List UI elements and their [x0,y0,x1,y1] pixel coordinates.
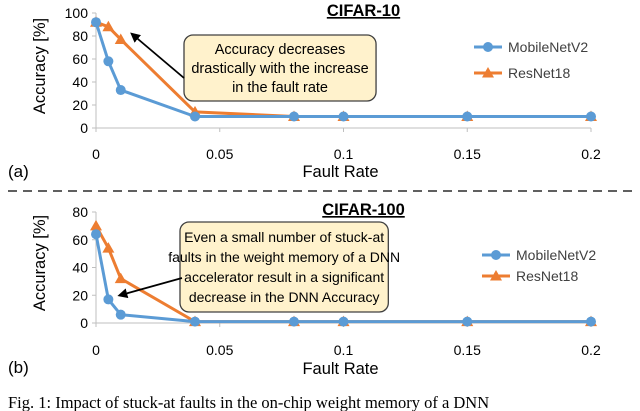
annotation-text-line: in the fault rate [232,80,328,96]
y-tick-label: 80 [72,28,88,44]
data-point-mobilenetv2 [115,309,126,320]
panel-label: (a) [8,162,29,181]
annotation-box [179,221,389,313]
x-tick-label: 0.15 [454,146,481,162]
annotation-arrow [130,32,185,79]
annotation-text-line: accelerator result in a significant [184,269,384,285]
x-tick-label: 0.2 [581,342,601,358]
data-point-mobilenetv2 [190,111,200,122]
data-point-mobilenetv2 [115,85,126,96]
data-point-mobilenetv2 [91,17,101,28]
data-point-mobilenetv2 [462,111,473,122]
y-tick-label: 40 [72,74,88,90]
x-tick-label: 0.1 [334,342,354,358]
data-point-resnet18 [90,219,102,231]
data-point-mobilenetv2 [586,111,596,122]
y-tick-label: 60 [72,232,88,248]
x-tick-label: 0.05 [206,342,233,358]
data-point-resnet18 [102,242,115,253]
y-tick-label: 20 [72,287,88,303]
legend-label: ResNet18 [516,268,578,284]
annotation-text-line: decrease in the DNN Accuracy [189,289,380,305]
data-point-mobilenetv2 [338,111,349,122]
annotation-text-line: drastically with the increase [191,61,368,77]
legend-label: MobileNetV2 [508,39,588,55]
legend-label: MobileNetV2 [516,247,596,263]
y-tick-label: 80 [72,204,88,220]
annotation-arrow [117,277,183,299]
data-point-mobilenetv2 [289,111,299,122]
data-point-mobilenetv2 [338,316,349,327]
data-point-resnet18 [102,20,115,32]
legend-marker-triangle [482,67,494,78]
data-point-resnet18 [114,33,127,44]
x-tick-label: 0.05 [206,146,233,162]
y-axis-label: Accuracy [%] [31,215,49,311]
x-axis-label: Fault Rate [302,360,378,378]
x-tick-label: 0 [92,342,100,358]
chart-title: CIFAR-100 [322,201,405,219]
x-axis-label: Fault Rate [302,163,378,181]
annotation-text-line: Accuracy decreases [215,42,346,58]
legend-marker-circle [483,42,493,52]
y-tick-label: 60 [72,51,88,67]
data-point-mobilenetv2 [91,229,101,240]
annotation-text-line: faults in the weight memory of a DNN [168,249,400,265]
x-tick-label: 0 [92,146,100,162]
y-tick-label: 20 [72,97,88,113]
y-tick-label: 0 [80,120,88,136]
data-point-mobilenetv2 [103,56,114,67]
y-tick-label: 40 [72,260,88,276]
legend-marker-triangle [490,270,502,281]
data-point-mobilenetv2 [190,316,200,327]
data-point-resnet18 [114,272,127,284]
data-point-mobilenetv2 [289,316,299,327]
figure-caption: Fig. 1: Impact of stuck-at faults in the… [8,393,489,411]
x-tick-label: 0.2 [581,146,601,162]
chart-title: CIFAR-10 [327,2,400,20]
y-axis-label: Accuracy [%] [31,18,49,114]
series-line-mobilenetv2 [94,21,591,118]
annotation-box [183,34,377,102]
legend-label: ResNet18 [508,65,570,81]
x-tick-label: 0.15 [454,342,481,358]
panel-a-chart: CIFAR-10 0 20 40 60 80 100 0 0.05 0.1 0.15 0.2Fault… [8,2,601,181]
x-tick-label: 0.1 [334,146,354,162]
annotation-text-line: Even a small number of stuck-at [184,229,384,245]
legend-marker-circle [491,250,501,260]
data-point-mobilenetv2 [103,294,114,305]
data-point-mobilenetv2 [462,316,473,327]
data-point-mobilenetv2 [586,316,596,327]
y-tick-label: 100 [65,5,89,21]
panel-label: (b) [8,358,29,377]
y-tick-label: 0 [80,315,88,331]
